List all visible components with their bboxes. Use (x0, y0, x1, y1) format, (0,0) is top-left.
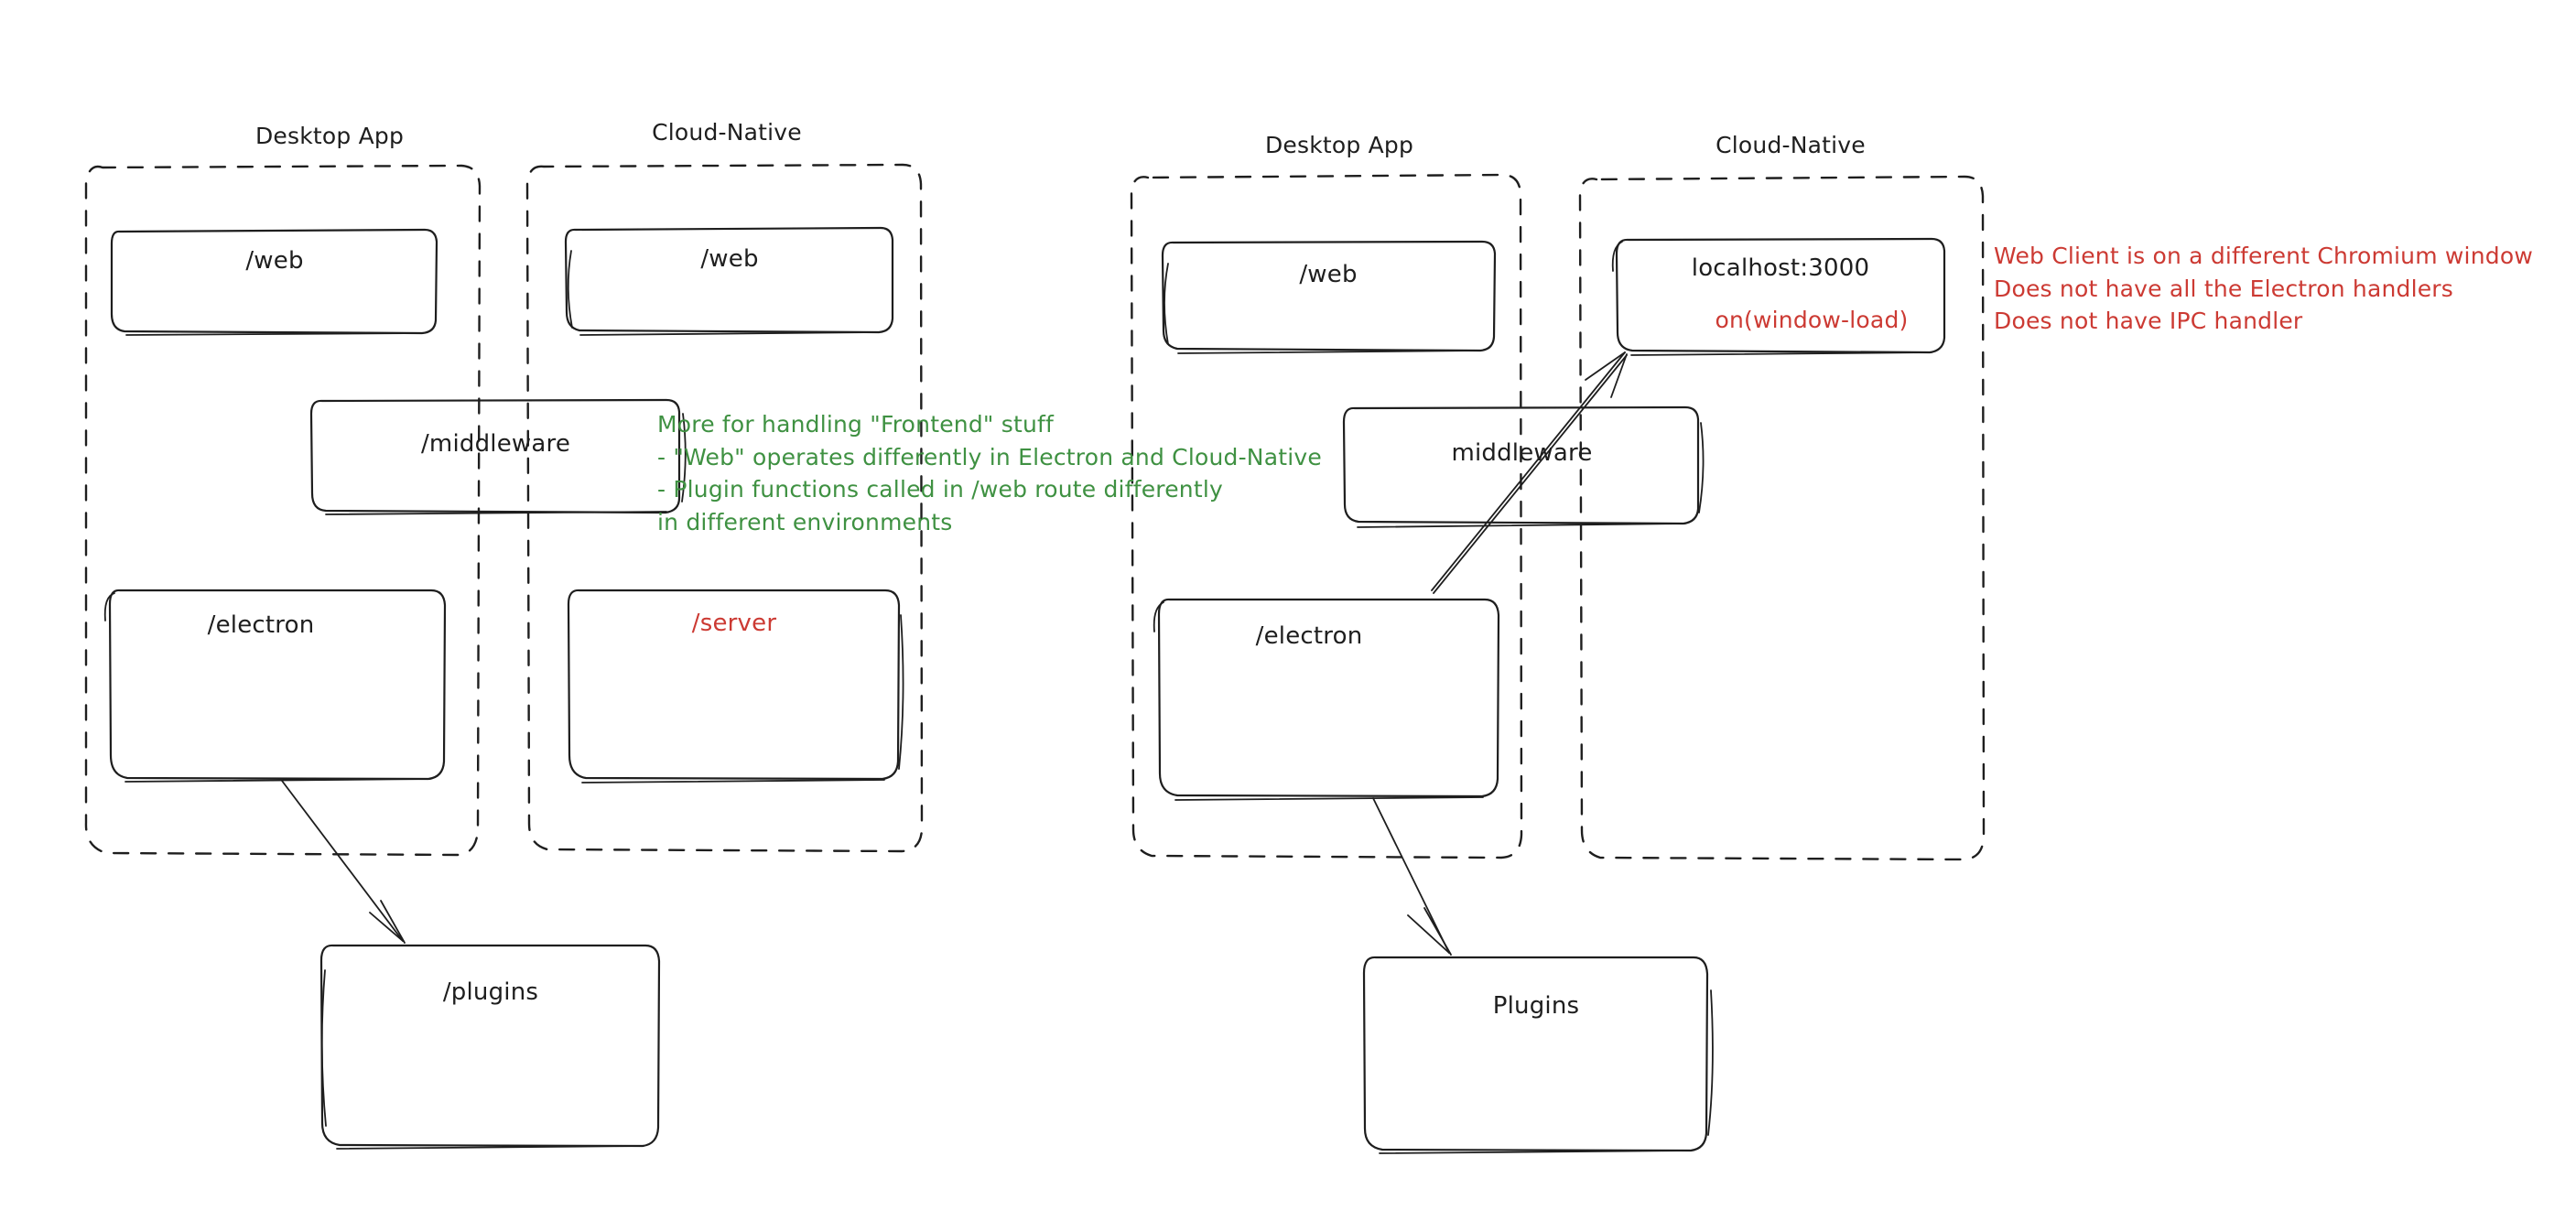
right-electron-box-shade2 (1174, 796, 1484, 801)
right-middleware-box-shade (1698, 422, 1705, 513)
right-web-label: /web (1299, 261, 1358, 288)
left-cloud-group-outline (525, 163, 924, 853)
left-plugins-box (319, 944, 661, 1148)
right-localhost-box-shade2 (1630, 351, 1932, 356)
left-plugins-box-shade2 (336, 1145, 644, 1150)
right-arrow2-head-2 (1423, 907, 1452, 956)
right-middleware-box-shade2 (1357, 523, 1686, 528)
left-middleware-label: /middleware (420, 430, 571, 458)
right-arrow-electron-to-plugins (1372, 797, 1450, 954)
left-electron-box-shade2 (124, 778, 431, 783)
left-desktop-group-title: Desktop App (254, 123, 405, 149)
right-middleware-label: middleware (1451, 439, 1593, 467)
web-client-note-red: Web Client is on a different Chromium wi… (1994, 243, 2533, 334)
right-web-box-shade2 (1177, 350, 1481, 354)
right-plugins-label: Plugins (1492, 992, 1580, 1020)
left-web-cloud-box-shade2 (579, 331, 880, 336)
left-electron-label: /electron (207, 611, 315, 639)
right-on-window-load-label: on(window-load) (1715, 307, 1909, 333)
left-server-label: /server (691, 610, 777, 637)
right-cloud-group-title: Cloud-Native (1716, 132, 1866, 158)
left-electron-box-shade (103, 592, 115, 621)
left-cloud-group-title: Cloud-Native (652, 119, 802, 146)
right-web-box-shade (1164, 263, 1169, 345)
right-localhost-label: localhost:3000 (1691, 254, 1870, 282)
right-electron-label: /electron (1255, 622, 1363, 650)
right-electron-box (1157, 598, 1500, 798)
right-desktop-group-title: Desktop App (1264, 132, 1414, 158)
right-plugins-box-shade (1707, 989, 1714, 1136)
right-arrow3-head-2 (1610, 353, 1628, 398)
left-desktop-group-outline (84, 164, 482, 857)
left-plugins-box-shade (320, 969, 327, 1127)
right-arrow2-head-1 (1407, 914, 1450, 954)
left-middleware-box-shade (681, 413, 687, 503)
frontend-note-green: More for handling "Frontend" stuff - "We… (657, 411, 1322, 535)
left-web-desktop-label: /web (245, 247, 304, 275)
right-electron-box-shade (1153, 601, 1164, 632)
left-server-box-shade (898, 614, 904, 770)
right-arrow3-head-1 (1585, 351, 1626, 381)
right-arrow-electron-to-localhost-2 (1433, 354, 1628, 594)
left-arrow-head-1 (369, 912, 404, 942)
right-web-box (1161, 240, 1497, 352)
right-localhost-box-shade (1611, 241, 1623, 272)
left-arrow-head-2 (380, 900, 406, 944)
left-middleware-box-shade2 (325, 511, 667, 515)
left-plugins-label: /plugins (442, 978, 539, 1006)
left-web-cloud-box-shade (567, 250, 573, 329)
left-web-cloud-label: /web (700, 245, 759, 273)
right-plugins-box-shade2 (1379, 1150, 1693, 1154)
right-arrow-electron-to-localhost (1431, 351, 1626, 591)
right-plugins-box (1362, 956, 1709, 1152)
left-web-desktop-box-shade (125, 332, 424, 336)
left-arrow-electron-to-plugins (281, 780, 404, 942)
left-middleware-box (309, 398, 681, 514)
left-server-box-shade2 (581, 779, 885, 784)
right-desktop-group-outline (1130, 173, 1523, 859)
left-server-box (567, 589, 901, 781)
